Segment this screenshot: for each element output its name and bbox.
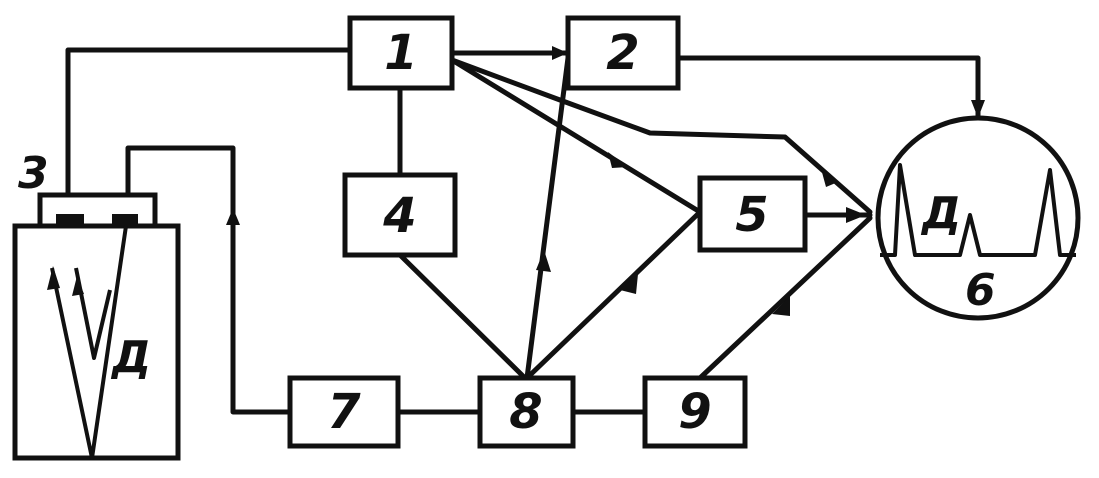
display-number-label: 6: [965, 265, 996, 316]
block-7-label: 7: [327, 384, 361, 440]
block-1-frame: [347, 15, 455, 91]
arrow-on-wire-9-display: [772, 296, 790, 316]
block-4-frame: [342, 172, 458, 258]
wire-sensor-to-block-7: [125, 145, 293, 415]
block-8: 8: [477, 375, 576, 449]
arrow-on-wire-1-5: [608, 152, 628, 168]
vessel-arrow-inner: [72, 276, 84, 296]
wire-1-to-5: [449, 57, 703, 215]
block-2: 2: [565, 15, 681, 91]
connections: [65, 47, 981, 415]
wire-8-to-2: [524, 55, 571, 381]
wire-8-to-5: [524, 209, 703, 381]
wire-4-to-8: [397, 252, 528, 381]
block-5-label: 5: [735, 187, 768, 243]
arrow-to-block-2: [552, 46, 568, 60]
wire-1-to-display: [449, 57, 873, 215]
block-9-frame: [642, 375, 748, 449]
wire-9-to-display: [697, 215, 873, 381]
vessel-inner-track: [74, 267, 112, 360]
sensor-electrode-right: [112, 214, 138, 225]
arrow-upwire-block-7: [226, 208, 240, 225]
wire-sensor-to-block-1: [65, 47, 353, 198]
display-letter-label: Д: [920, 188, 961, 239]
block-1: 1: [347, 15, 455, 91]
block-7: 7: [287, 375, 401, 449]
arrow-on-wire-8-5: [620, 274, 638, 294]
sensor-number-label: 3: [18, 148, 49, 199]
block-2-frame: [565, 15, 681, 91]
display-screen: [875, 115, 1081, 321]
arrow-5-to-display: [846, 207, 866, 223]
block-8-frame: [477, 375, 576, 449]
display-6: Д 6: [875, 115, 1081, 321]
arrowheads: [226, 46, 985, 316]
block-7-frame: [287, 375, 401, 449]
block-5-frame: [697, 175, 808, 253]
arrow-on-wire-1-display: [820, 165, 838, 187]
sensor-electrode-left: [56, 214, 84, 225]
display-waveform: [880, 163, 1076, 257]
block-4-label: 4: [382, 188, 416, 244]
arrow-into-display-top: [971, 100, 985, 118]
block-4: 4: [342, 172, 458, 258]
block-9-label: 9: [678, 384, 711, 440]
block-9: 9: [642, 375, 748, 449]
block-2-label: 2: [606, 25, 639, 81]
block-5: 5: [697, 175, 808, 253]
sensor-vessel: 3 Д: [12, 148, 181, 461]
block-1-label: 1: [384, 25, 417, 81]
vessel-arrow-left: [47, 266, 60, 290]
arrow-on-wire-8-2: [536, 250, 551, 272]
wire-2-to-display: [675, 55, 981, 121]
block-8-label: 8: [509, 384, 542, 440]
vessel-v-track: [50, 225, 128, 460]
vessel-letter-label: Д: [110, 332, 151, 383]
